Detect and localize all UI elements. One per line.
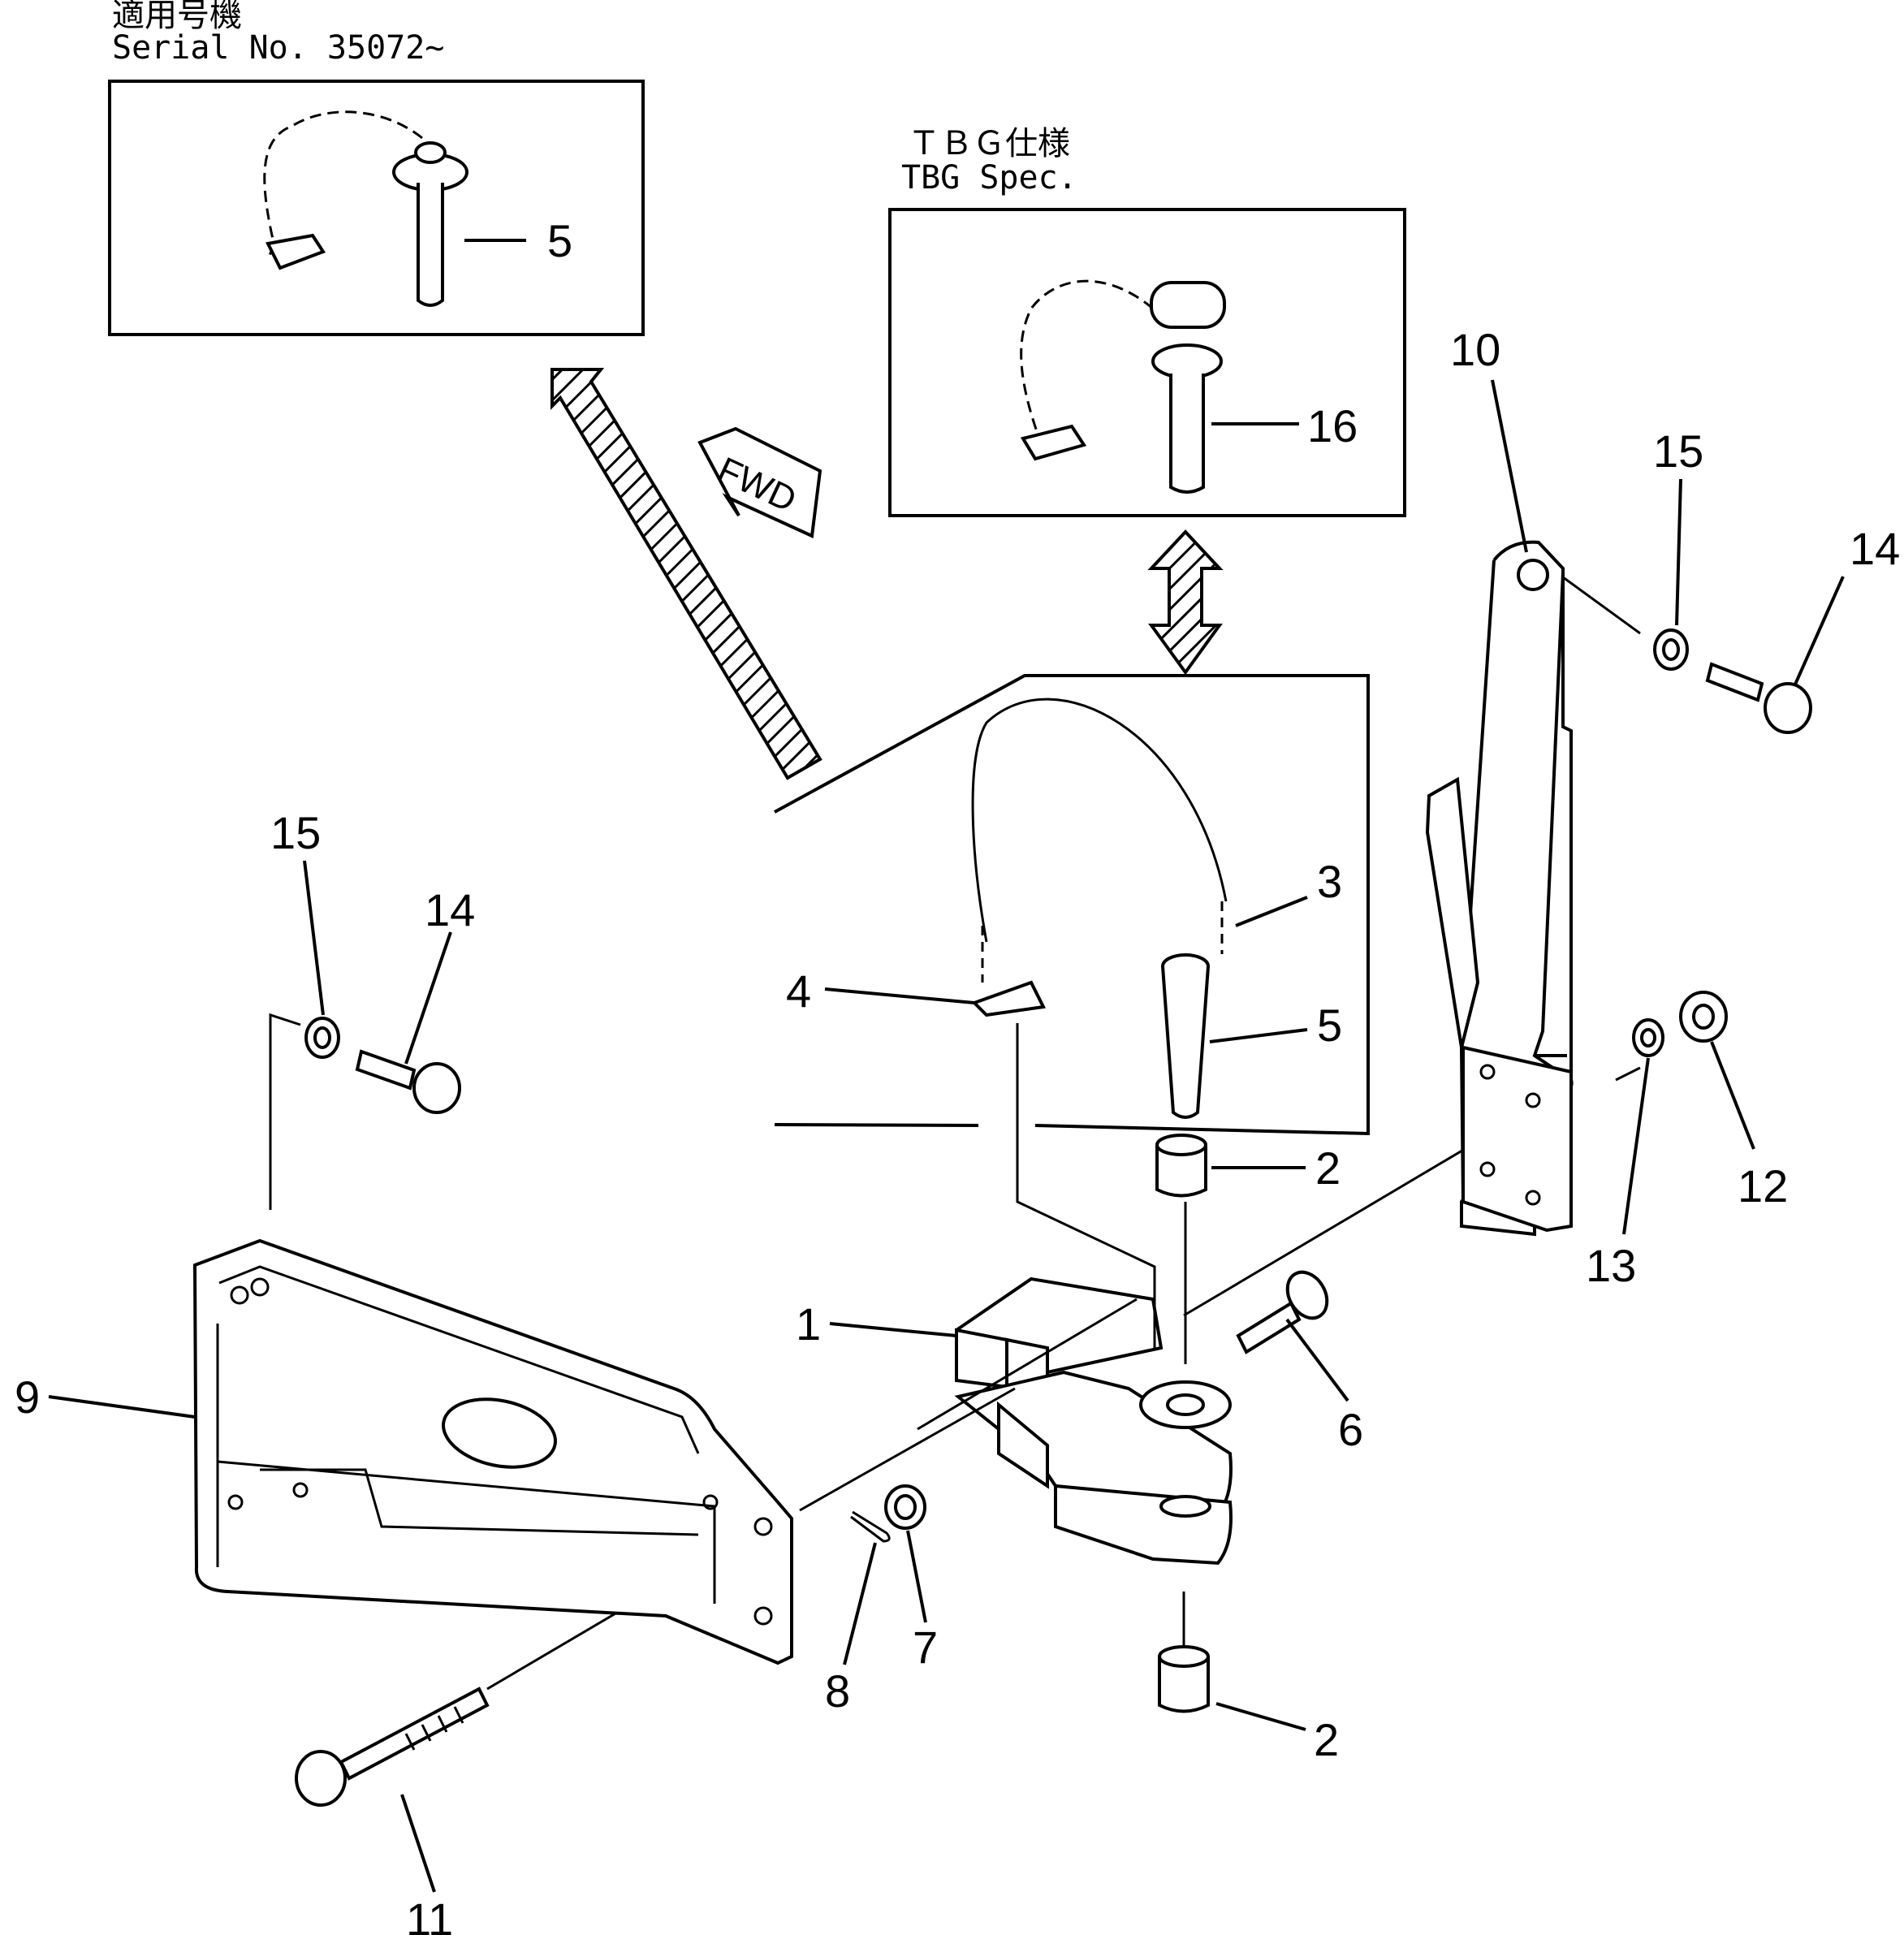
callout-2a: 2 xyxy=(1315,1142,1341,1194)
right-arm-icon xyxy=(1425,540,1574,1237)
leader-9 xyxy=(48,1395,196,1419)
fwd-arrow-icon: FWD xyxy=(697,426,822,538)
callout-14-left: 14 xyxy=(425,884,475,935)
callout-8: 8 xyxy=(825,1665,850,1717)
leader-4 xyxy=(824,987,975,1004)
callout-5: 5 xyxy=(1317,1000,1342,1051)
callout-15-right: 15 xyxy=(1653,425,1703,477)
leader-1 xyxy=(829,1322,957,1337)
callout-14-right: 14 xyxy=(1850,523,1900,574)
callout-3: 3 xyxy=(1317,856,1342,907)
leader-8 xyxy=(843,1542,877,1665)
callout-10: 10 xyxy=(1450,324,1500,375)
callout-6: 6 xyxy=(1338,1404,1363,1455)
cotter-pin-icon xyxy=(850,1510,891,1543)
bolt-14-right-icon xyxy=(1705,662,1812,734)
leader-11 xyxy=(400,1794,436,1893)
bolt-14-left-icon xyxy=(355,1049,461,1114)
washer-15-left-icon xyxy=(304,1017,340,1059)
callout-4: 4 xyxy=(786,965,811,1017)
lock-pin-chain-icon xyxy=(263,110,468,307)
leader-12 xyxy=(1710,1041,1755,1150)
bushing-lower-icon xyxy=(1158,1645,1210,1713)
left-bracket-icon xyxy=(192,1238,793,1665)
leader-7 xyxy=(906,1530,927,1623)
serial-inset-title: Serial No. 35072~ xyxy=(112,29,444,67)
tbg-inset-title: TBG Spec. xyxy=(901,159,1077,197)
tbg-inset-frame xyxy=(888,208,1406,517)
bolt-6-icon xyxy=(1236,1270,1329,1354)
leader-13 xyxy=(1622,1057,1650,1235)
double-arrow-icon xyxy=(1147,529,1224,676)
lock-washer-13-icon xyxy=(1632,1018,1664,1057)
castle-nut-icon xyxy=(884,1484,926,1530)
serial-inset-frame xyxy=(108,80,645,336)
bushing-upper-icon xyxy=(1155,1134,1207,1198)
callout-7: 7 xyxy=(913,1622,938,1673)
leader-5 xyxy=(1209,1028,1308,1043)
leader-14-left xyxy=(404,931,452,1065)
callout-15-left: 15 xyxy=(270,807,321,858)
callout-13: 13 xyxy=(1586,1240,1636,1291)
tbg-inset: ＴＢＧ仕様 TBG Spec. 16 xyxy=(888,125,1406,517)
callout-11: 11 xyxy=(406,1894,453,1935)
washer-15-right-icon xyxy=(1653,628,1689,671)
leader-15-left xyxy=(303,860,325,1016)
leader-10 xyxy=(1491,379,1528,553)
serial-inset-title-jp: 適用号機 xyxy=(112,0,242,34)
leader-14-right xyxy=(1793,576,1845,687)
ring-pin-chain-icon xyxy=(1020,279,1226,494)
callout-2b: 2 xyxy=(1314,1714,1339,1765)
leader-2b xyxy=(1215,1702,1306,1731)
leader-6 xyxy=(1285,1318,1349,1402)
tbg-inset-title-jp: ＴＢＧ仕様 xyxy=(908,125,1070,162)
callout-9: 9 xyxy=(15,1371,40,1423)
leader-3 xyxy=(1235,896,1308,927)
detail-frame xyxy=(774,674,1370,1136)
serial-inset: 適用号機 Serial No. 35072~ 5 xyxy=(108,0,645,336)
bolt-11-icon xyxy=(295,1687,490,1807)
direction-arrow-icon xyxy=(550,368,822,780)
hitch-body-icon xyxy=(954,1276,1233,1566)
callout-1: 1 xyxy=(796,1298,821,1350)
lock-pin-icon xyxy=(971,698,1228,1119)
leader-15-right xyxy=(1675,478,1682,626)
callout-5-inset: 5 xyxy=(547,215,572,266)
nut-12-icon xyxy=(1679,991,1728,1043)
callout-16: 16 xyxy=(1307,400,1358,451)
callout-12: 12 xyxy=(1738,1160,1788,1212)
